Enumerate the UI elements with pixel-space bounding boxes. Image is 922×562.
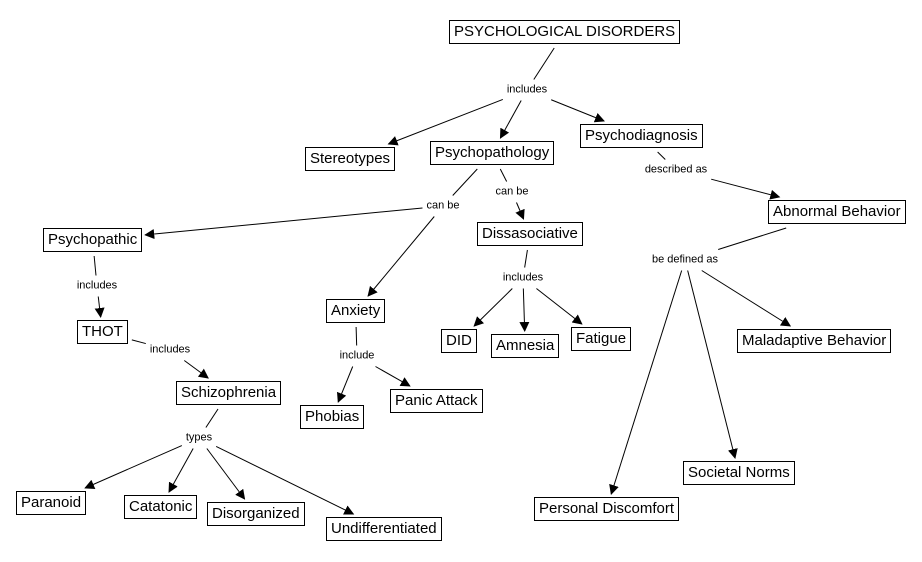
edge-l_include-panic bbox=[375, 366, 411, 387]
node-phobias[interactable]: Phobias bbox=[300, 405, 365, 429]
node-amnesia[interactable]: Amnesia bbox=[491, 334, 560, 358]
edge-l_includes1-psychopathology bbox=[499, 100, 522, 139]
node-catatonic[interactable]: Catatonic bbox=[124, 495, 198, 519]
node-did[interactable]: DID bbox=[441, 329, 477, 353]
node-schizophrenia[interactable]: Schizophrenia bbox=[176, 381, 282, 405]
link-label-be-defined-as: be defined as bbox=[651, 253, 719, 267]
node-maladaptive-behavior[interactable]: Maladaptive Behavior bbox=[737, 329, 892, 353]
node-stereotypes[interactable]: Stereotypes bbox=[305, 147, 396, 171]
edge-l_includes2-thot bbox=[94, 296, 105, 318]
node-psychopathology[interactable]: Psychopathology bbox=[430, 141, 555, 165]
edge-l_includes3-amnesia bbox=[519, 288, 530, 332]
edge-abnormal-l_defined bbox=[718, 227, 787, 250]
node-personal-discomfort[interactable]: Personal Discomfort bbox=[534, 497, 680, 521]
edge-root-l_includes1 bbox=[533, 47, 555, 80]
edge-l_includes1-psychodiagnosis bbox=[550, 99, 605, 123]
edge-l_types-catatonic bbox=[168, 448, 194, 493]
node-societal-norms[interactable]: Societal Norms bbox=[683, 461, 795, 485]
edge-l_includes4-schizophrenia bbox=[183, 360, 209, 379]
edge-l_includes3-did bbox=[473, 288, 513, 327]
edge-psychopathology-l_canbe2 bbox=[499, 168, 508, 182]
link-label-can-be: can be bbox=[495, 185, 529, 199]
edge-l_canbe1-psychopathic bbox=[144, 207, 423, 240]
link-label-types: types bbox=[185, 431, 213, 445]
node-psychodiagnosis[interactable]: Psychodiagnosis bbox=[580, 124, 703, 148]
edge-psychopathic-l_includes2 bbox=[93, 255, 97, 276]
node-panic-attack[interactable]: Panic Attack bbox=[390, 389, 483, 413]
node-fatigue[interactable]: Fatigue bbox=[571, 327, 632, 351]
edge-l_canbe2-dissasociative bbox=[515, 202, 525, 220]
edge-psychopathology-l_canbe1 bbox=[452, 168, 478, 196]
edge-anxiety-l_include bbox=[355, 326, 358, 346]
edge-schizophrenia-l_types bbox=[205, 408, 219, 428]
link-label-includes: includes bbox=[502, 271, 544, 285]
link-label-includes: includes bbox=[149, 343, 191, 357]
node-undifferentiated[interactable]: Undifferentiated bbox=[326, 517, 442, 541]
edge-l_defined-personal bbox=[609, 270, 683, 495]
node-thot[interactable]: THOT bbox=[77, 320, 128, 344]
node-disorganized[interactable]: Disorganized bbox=[207, 502, 305, 526]
edge-l_include-phobias bbox=[337, 366, 354, 403]
edge-l_types-paranoid bbox=[84, 445, 183, 489]
edge-dissasociative-l_includes3 bbox=[524, 249, 528, 268]
node-dissasociative[interactable]: Dissasociative bbox=[477, 222, 583, 246]
link-label-includes: includes bbox=[76, 279, 118, 293]
link-label-includes: includes bbox=[506, 83, 548, 97]
edge-l_canbe1-anxiety bbox=[367, 216, 435, 297]
edge-psychodiagnosis-l_described bbox=[657, 151, 666, 160]
edge-l_includes3-fatigue bbox=[536, 288, 583, 325]
edge-thot-l_includes4 bbox=[131, 339, 146, 345]
link-label-include: include bbox=[339, 349, 375, 363]
link-label-can-be: can be bbox=[426, 199, 460, 213]
edge-l_includes1-stereotypes bbox=[387, 98, 504, 146]
node-psychological-disorders[interactable]: PSYCHOLOGICAL DISORDERS bbox=[449, 20, 681, 44]
edge-l_described-abnormal bbox=[711, 178, 781, 200]
edge-l_types-undiff bbox=[215, 445, 355, 515]
node-psychopathic[interactable]: Psychopathic bbox=[43, 228, 143, 252]
edge-l_types-disorganized bbox=[206, 448, 246, 500]
link-label-described-as: described as bbox=[644, 163, 708, 177]
edge-l_defined-maladaptive bbox=[701, 270, 792, 327]
node-paranoid[interactable]: Paranoid bbox=[16, 491, 87, 515]
node-anxiety[interactable]: Anxiety bbox=[326, 299, 386, 323]
node-abnormal-behavior[interactable]: Abnormal Behavior bbox=[768, 200, 906, 224]
edge-l_defined-societal bbox=[687, 270, 738, 459]
